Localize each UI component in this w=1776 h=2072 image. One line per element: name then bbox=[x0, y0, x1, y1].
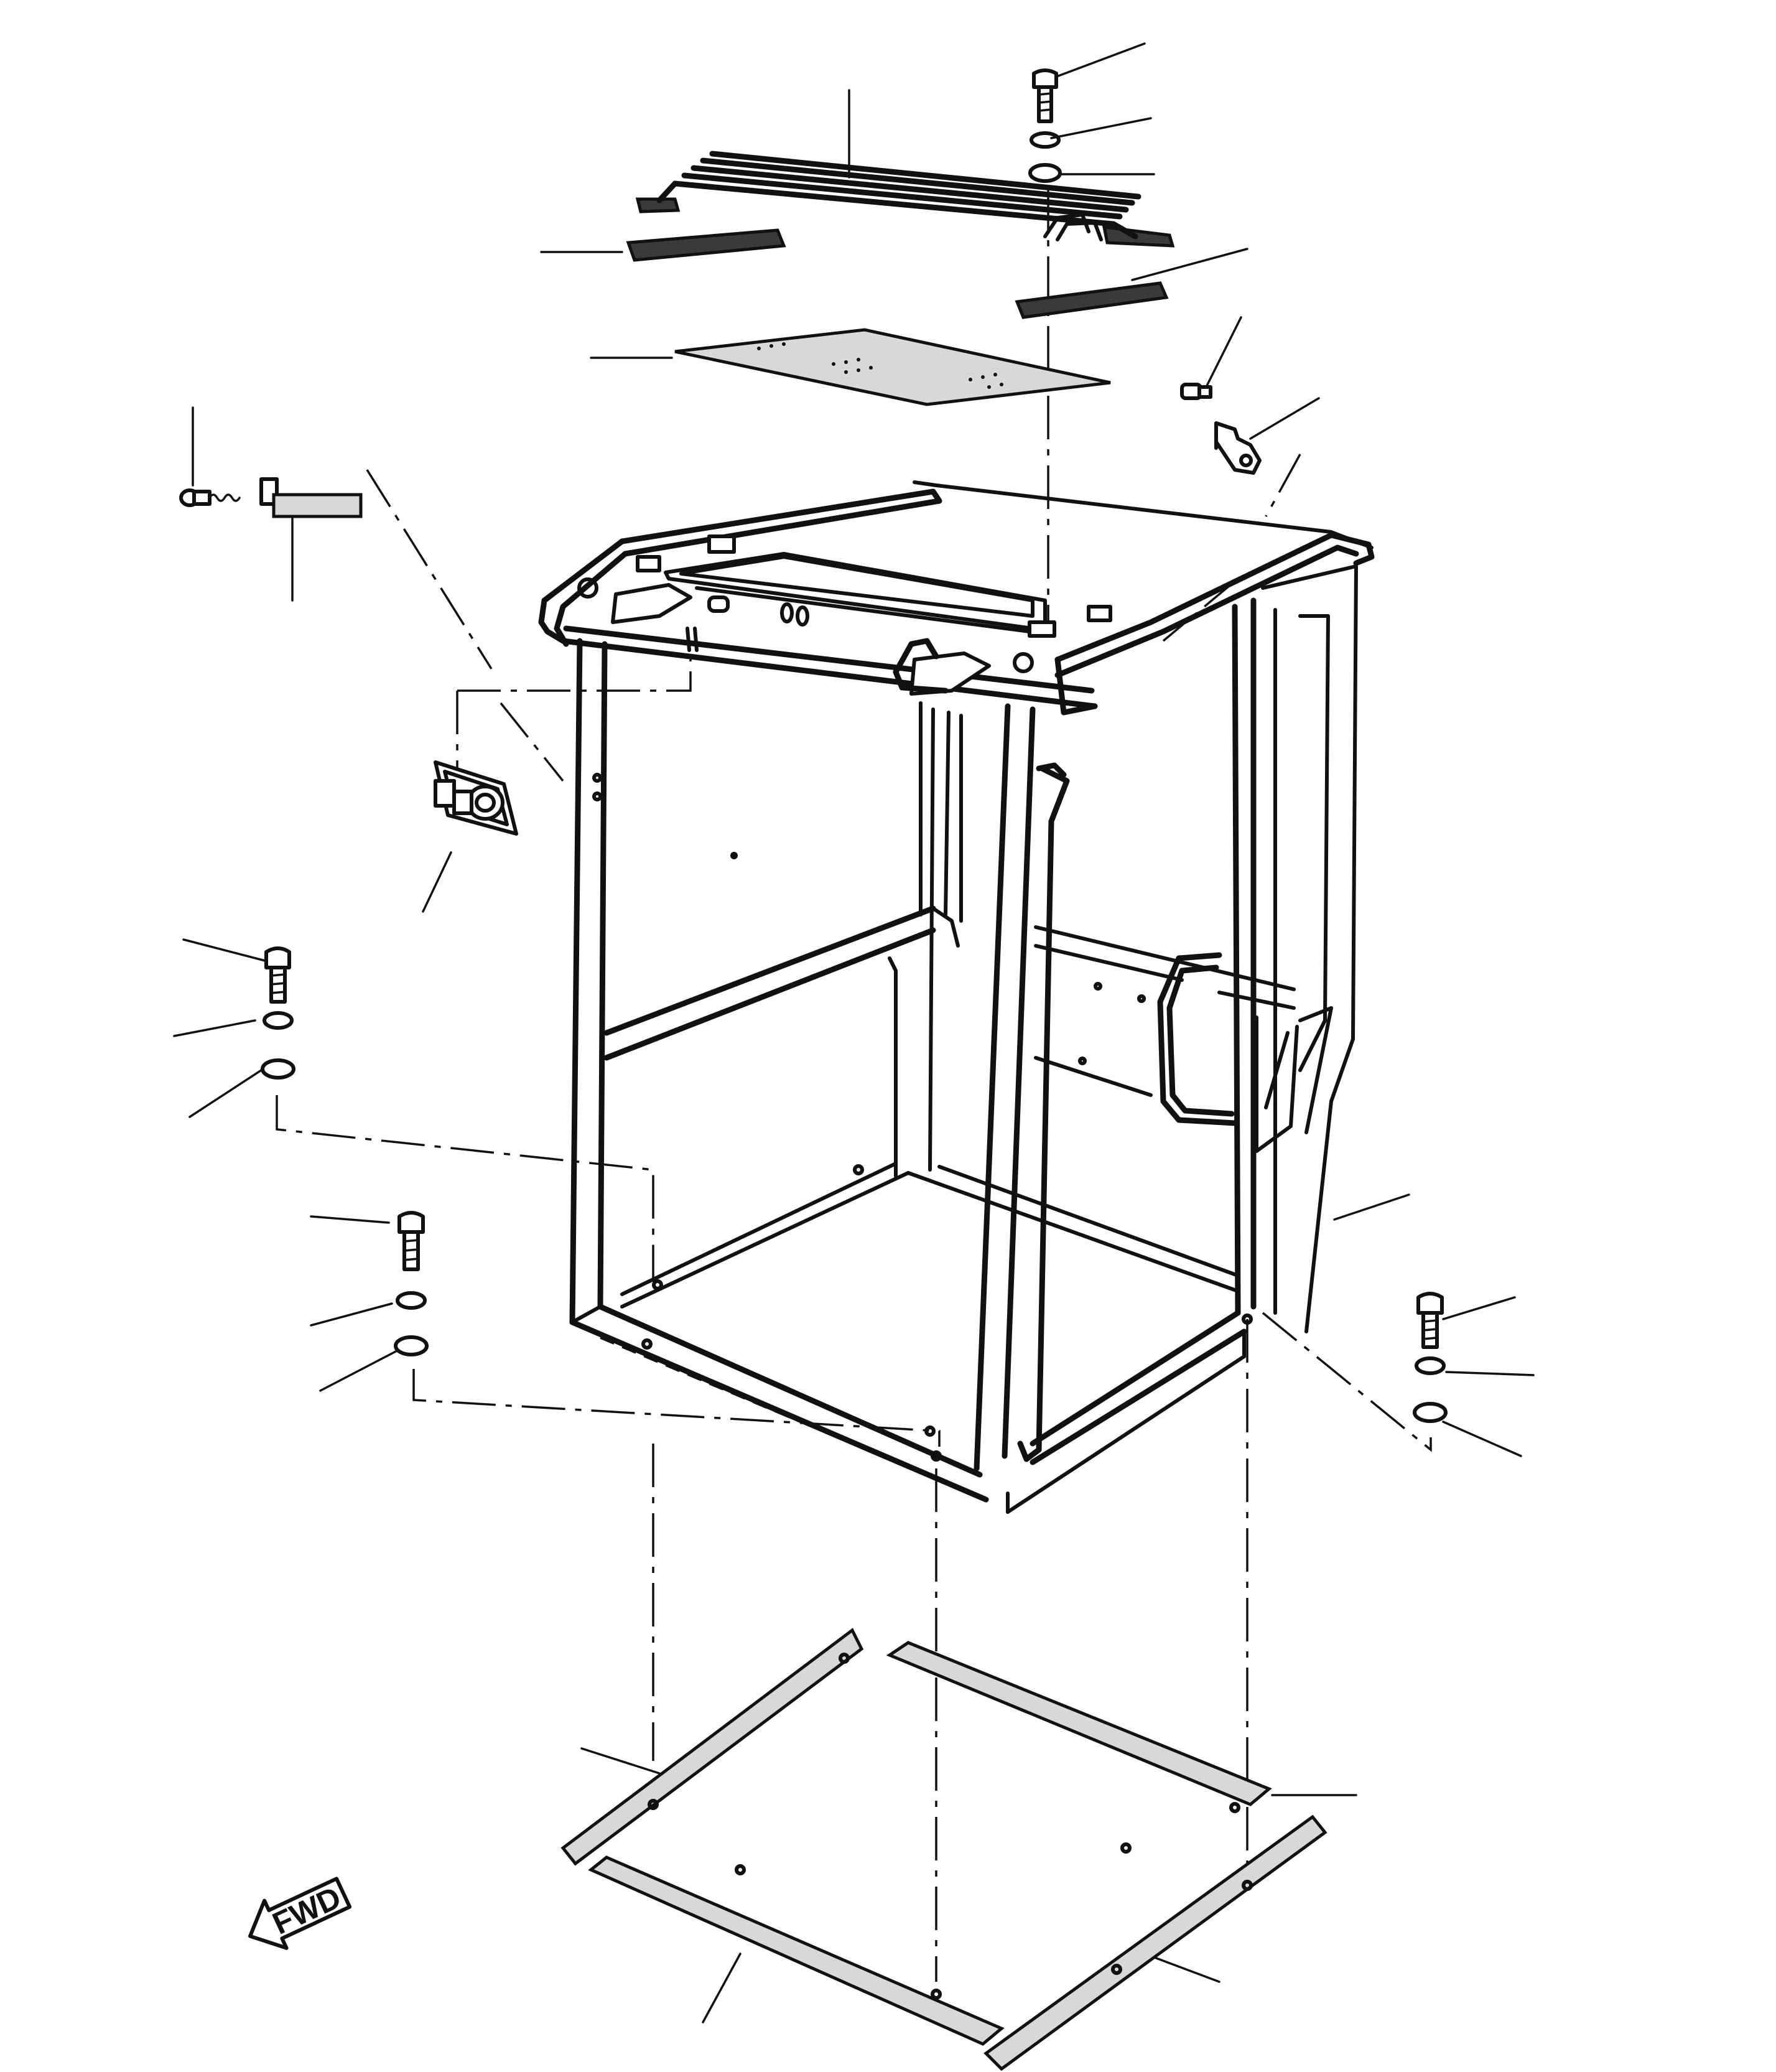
floor-seal-front bbox=[588, 1855, 1005, 2046]
cab-frame bbox=[538, 480, 1375, 1514]
door-latch-hook bbox=[1180, 383, 1262, 475]
bolt-top bbox=[1032, 68, 1058, 123]
floor-seal-right bbox=[983, 1814, 1327, 2071]
bolt-left-upper bbox=[264, 946, 291, 1004]
flat-washer-right bbox=[1413, 1402, 1448, 1423]
striker-plate bbox=[434, 760, 518, 836]
leader-lines bbox=[173, 42, 1535, 2023]
forward-arrow: FWD bbox=[248, 1877, 352, 1950]
top-filter-panel bbox=[674, 328, 1111, 406]
spring-washer-left-upper bbox=[263, 1011, 294, 1030]
assembly-lines bbox=[276, 187, 1432, 1982]
floor-seal-left bbox=[560, 1628, 864, 1866]
spring-washer-top bbox=[1030, 131, 1061, 149]
flat-washer-left-upper bbox=[261, 1058, 295, 1080]
fwd-label: FWD bbox=[267, 1880, 346, 1941]
seal-strip-left bbox=[626, 228, 786, 262]
floor-seal-back bbox=[886, 1641, 1272, 1806]
flat-washer-top bbox=[1028, 163, 1062, 183]
bolt-right bbox=[1416, 1292, 1444, 1349]
flat-washer-left-lower bbox=[394, 1335, 429, 1356]
seal-strip-right bbox=[1015, 281, 1169, 319]
top-grille bbox=[635, 151, 1175, 248]
floor-seal-strips bbox=[560, 1628, 1327, 2071]
latch-plunger bbox=[179, 477, 363, 518]
bolt-left-lower bbox=[398, 1211, 425, 1271]
spring-washer-left-lower bbox=[396, 1291, 427, 1310]
spring-washer-right bbox=[1415, 1356, 1446, 1375]
